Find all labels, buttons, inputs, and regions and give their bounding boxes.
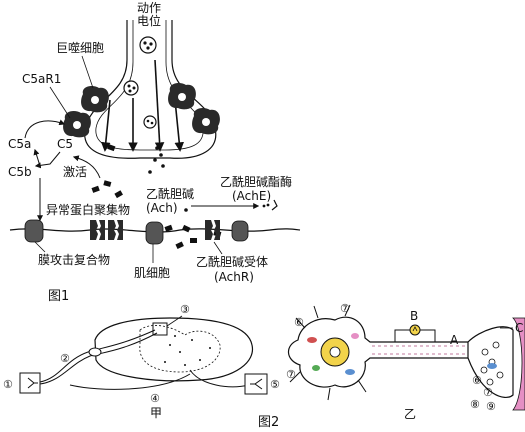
figure2-yi: B A C ⑥ ⑦ ⑦ ⑥ ⑦ ⑧ ⑨ 乙 <box>286 302 525 421</box>
yi-num-7a: ⑦ <box>340 302 350 315</box>
jia-label: 甲 <box>150 406 162 420</box>
muscle-fiber <box>512 317 525 411</box>
muscle-cell-label: 肌细胞 <box>134 266 170 280</box>
macrophage-cells <box>63 83 220 138</box>
yi-num-8: ⑧ <box>470 398 480 411</box>
gray-matter-dots <box>164 335 211 366</box>
membrane-attack-complexes <box>24 219 249 245</box>
achr-label-2: (AchR) <box>214 270 254 284</box>
ach-receptors <box>90 220 220 240</box>
jia-num-1: ① <box>3 378 13 391</box>
yi-num-9: ⑨ <box>486 400 496 413</box>
jia-num-4: ④ <box>150 392 160 405</box>
yi-num-6a: ⑥ <box>294 316 304 329</box>
figure1-caption: 图1 <box>48 289 69 304</box>
ach-label-2: (Ach) <box>146 201 178 215</box>
abnormal-protein-label: 异常蛋白聚集物 <box>46 202 130 217</box>
figure2-jia: ③ ① ⑤ ② ④ 甲 <box>3 303 280 420</box>
figure2-caption: 图2 <box>258 415 279 430</box>
muscle-membrane <box>9 228 301 233</box>
mac-label: 膜攻击复合物 <box>38 252 110 267</box>
ach-label-1: 乙酰胆碱 <box>146 187 194 201</box>
neuron-soma <box>287 316 471 388</box>
yi-letter-c: C <box>515 321 523 335</box>
spinal-cord-section <box>94 317 254 382</box>
ache-label-2: (AchE) <box>232 189 271 203</box>
yi-num-7b: ⑦ <box>286 368 296 381</box>
vesicles <box>123 36 157 129</box>
figure1: 动作 电位 <box>8 1 301 304</box>
jia-num-3: ③ <box>180 303 190 316</box>
jia-num-5: ⑤ <box>270 378 280 391</box>
ach-dots <box>148 146 188 212</box>
terminal-vesicles <box>480 341 504 386</box>
action-potential-label-2: 电位 <box>137 13 161 28</box>
c5-label: C5 <box>57 137 73 151</box>
action-potential-label-1: 动作 <box>137 1 161 15</box>
yi-num-7c: ⑦ <box>483 386 493 399</box>
c5a-label: C5a <box>8 137 31 151</box>
yi-num-6b: ⑥ <box>472 374 482 387</box>
macrophage-label: 巨噬细胞 <box>56 40 104 55</box>
yi-label: 乙 <box>404 407 416 421</box>
c5ar1-label: C5aR1 <box>22 72 61 86</box>
yi-letter-a: A <box>450 333 459 347</box>
achr-label-1: 乙酰胆碱受体 <box>196 255 268 269</box>
c5b-label: C5b <box>8 165 32 179</box>
yi-letter-b: B <box>410 309 418 323</box>
activate-label: 激活 <box>63 165 87 179</box>
jia-num-2: ② <box>60 352 70 365</box>
ache-label-1: 乙酰胆碱酯酶 <box>220 174 292 189</box>
